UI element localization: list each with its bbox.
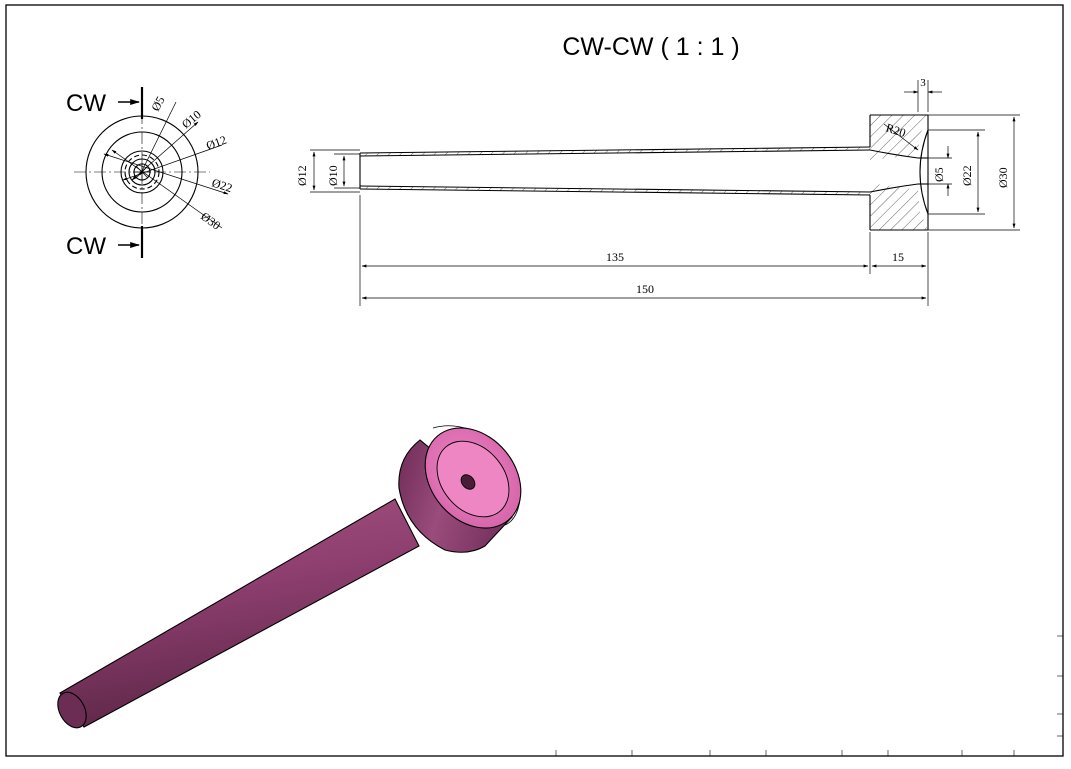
border-tick-marks (555, 635, 1063, 756)
label-d30: Ø30 (198, 209, 223, 232)
leader-r20 (883, 123, 919, 151)
section-label-top: CW (66, 90, 106, 117)
label-left-d12: Ø12 (295, 165, 309, 186)
section-outline (359, 114, 929, 231)
label-150: 150 (636, 282, 654, 296)
label-left-d10: Ø10 (326, 165, 340, 186)
sheet-border (5, 4, 1064, 757)
label-15: 15 (892, 250, 904, 264)
section-view: Ø12 Ø10 Ø5 Ø22 Ø30 R20 3 135 15 150 (295, 77, 1020, 306)
extension-lines (310, 80, 1020, 306)
label-d5: Ø5 (148, 94, 167, 114)
leader-d22 (103, 153, 229, 195)
label-r20: R20 (884, 121, 907, 140)
shaft-body (59, 498, 420, 728)
end-view: Ø5 Ø10 Ø12 Ø22 Ø30 CW CW (66, 87, 234, 260)
shaft-end-cap (57, 691, 87, 729)
section-title: CW-CW ( 1 : 1 ) (562, 33, 739, 61)
center-bore-hole (460, 474, 476, 490)
label-d22: Ø22 (960, 165, 974, 186)
label-d30: Ø30 (996, 167, 1010, 188)
label-d10: Ø10 (179, 107, 204, 131)
label-d5: Ø5 (932, 167, 946, 182)
section-label-bottom: CW (66, 233, 106, 260)
leader-d30 (111, 149, 223, 229)
label-3: 3 (920, 77, 926, 89)
label-d22: Ø22 (210, 176, 234, 196)
label-d12: Ø12 (204, 133, 228, 153)
isometric-part-view (57, 425, 522, 729)
label-135: 135 (606, 250, 624, 264)
